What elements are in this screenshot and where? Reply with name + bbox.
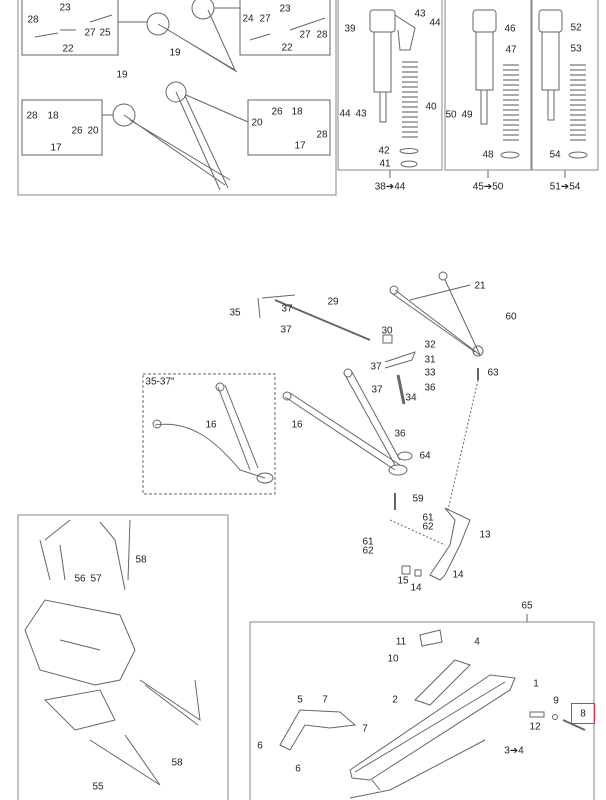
ski-panel <box>249 614 595 800</box>
part-label[interactable]: 43 <box>355 108 367 120</box>
part-label[interactable]: 34 <box>405 392 417 404</box>
part-label[interactable]: 58 <box>135 554 147 566</box>
part-label[interactable]: 22 <box>62 43 74 55</box>
kit-label[interactable]: 51➔54 <box>549 181 581 193</box>
part-label[interactable]: 46 <box>504 23 516 35</box>
part-label[interactable]: 49 <box>461 109 473 121</box>
part-label[interactable]: 14 <box>410 582 422 594</box>
part-label[interactable]: 57 <box>90 573 102 585</box>
part-label[interactable]: 27 <box>84 27 96 39</box>
part-label[interactable]: 37 <box>371 384 383 396</box>
part-label[interactable]: 53 <box>570 43 582 55</box>
part-label[interactable]: 31 <box>424 354 436 366</box>
part-label[interactable]: 4 <box>474 636 480 648</box>
part-label[interactable]: 36 <box>424 382 436 394</box>
part-label[interactable]: 50 <box>445 109 457 121</box>
part-label[interactable]: 60 <box>505 311 517 323</box>
part-label[interactable]: 56 <box>74 573 86 585</box>
part-label[interactable]: 7 <box>322 694 328 706</box>
kit-label[interactable]: 35-37" <box>145 376 175 388</box>
part-label[interactable]: 9 <box>553 695 559 707</box>
part-label[interactable]: 6 <box>295 763 301 775</box>
part-label[interactable]: 62 <box>422 521 434 533</box>
front-suspension-assembly <box>142 271 484 581</box>
part-label[interactable]: 19 <box>169 47 181 59</box>
part-label[interactable]: 48 <box>482 149 494 161</box>
kit-label[interactable]: 38➔44 <box>374 181 406 193</box>
chassis-panel <box>17 514 229 800</box>
shock-panels <box>337 0 599 178</box>
part-label[interactable]: 32 <box>424 339 436 351</box>
part-label[interactable]: 64 <box>419 450 431 462</box>
part-label[interactable]: 37 <box>280 324 292 336</box>
part-label[interactable]: 28 <box>27 14 39 26</box>
part-label[interactable]: 26 <box>71 125 83 137</box>
part-label[interactable]: 20 <box>251 117 263 129</box>
part-label[interactable]: 55 <box>92 781 104 793</box>
part-label[interactable]: 23 <box>59 2 71 14</box>
part-label[interactable]: 42 <box>378 145 390 157</box>
part-label[interactable]: 15 <box>397 575 409 587</box>
part-label[interactable]: 2 <box>392 694 398 706</box>
part-label[interactable]: 33 <box>424 367 436 379</box>
part-label[interactable]: 1 <box>533 678 539 690</box>
part-label[interactable]: 29 <box>327 296 339 308</box>
highlight-box-part-8 <box>571 703 595 724</box>
part-label[interactable]: 26 <box>271 106 283 118</box>
part-label[interactable]: 22 <box>281 42 293 54</box>
kit-label[interactable]: 45➔50 <box>472 181 504 193</box>
part-label[interactable]: 21 <box>474 280 486 292</box>
part-label[interactable]: 7 <box>362 723 368 735</box>
part-label[interactable]: 30 <box>381 325 393 337</box>
part-label[interactable]: 20 <box>87 125 99 137</box>
part-label[interactable]: 11 <box>395 636 407 648</box>
kit-label[interactable]: 3➔4 <box>504 745 524 757</box>
part-label[interactable]: 27 <box>299 29 311 41</box>
assembly-label[interactable]: 65 <box>521 600 533 612</box>
part-label[interactable]: 19 <box>116 69 128 81</box>
part-label[interactable]: 39 <box>344 23 356 35</box>
part-label[interactable]: 27 <box>259 13 271 25</box>
part-label[interactable]: 25 <box>99 27 111 39</box>
part-label[interactable]: 44 <box>429 17 441 29</box>
part-label[interactable]: 16 <box>291 419 303 431</box>
part-label[interactable]: 59 <box>412 493 424 505</box>
part-label[interactable]: 23 <box>279 3 291 15</box>
part-label[interactable]: 37 <box>370 361 382 373</box>
part-label[interactable]: 62 <box>362 545 374 557</box>
upper-lower-a-arm-panel <box>17 0 337 196</box>
part-label[interactable]: 24 <box>242 13 254 25</box>
part-label[interactable]: 52 <box>570 22 582 34</box>
part-label[interactable]: 14 <box>452 569 464 581</box>
part-label[interactable]: 41 <box>379 158 391 170</box>
part-label[interactable]: 58 <box>171 757 183 769</box>
part-label[interactable]: 28 <box>316 129 328 141</box>
part-label[interactable]: 61 <box>362 536 374 548</box>
part-label[interactable]: 35 <box>229 307 241 319</box>
part-label[interactable]: 18 <box>47 110 59 122</box>
part-label[interactable]: 47 <box>505 44 517 56</box>
part-label[interactable]: 36 <box>394 428 406 440</box>
part-label[interactable]: 18 <box>291 106 303 118</box>
part-label[interactable]: 16 <box>205 419 217 431</box>
part-label[interactable]: 10 <box>387 653 399 665</box>
part-label[interactable]: 61 <box>422 512 434 524</box>
part-label[interactable]: 28 <box>316 29 328 41</box>
part-label[interactable]: 17 <box>294 140 306 152</box>
part-label[interactable]: 17 <box>50 142 62 154</box>
part-label[interactable]: 54 <box>549 149 561 161</box>
part-label-highlighted[interactable]: 8 <box>580 708 586 720</box>
part-label[interactable]: 6 <box>257 740 263 752</box>
part-label[interactable]: 40 <box>425 101 437 113</box>
part-label[interactable]: 44 <box>339 108 351 120</box>
part-label[interactable]: 12 <box>529 721 541 733</box>
part-label[interactable]: 13 <box>479 529 491 541</box>
part-label[interactable]: 37 <box>281 303 293 315</box>
part-label[interactable]: 28 <box>26 110 38 122</box>
part-label[interactable]: 63 <box>487 367 499 379</box>
part-label[interactable]: 43 <box>414 8 426 20</box>
part-label[interactable]: 5 <box>297 694 303 706</box>
